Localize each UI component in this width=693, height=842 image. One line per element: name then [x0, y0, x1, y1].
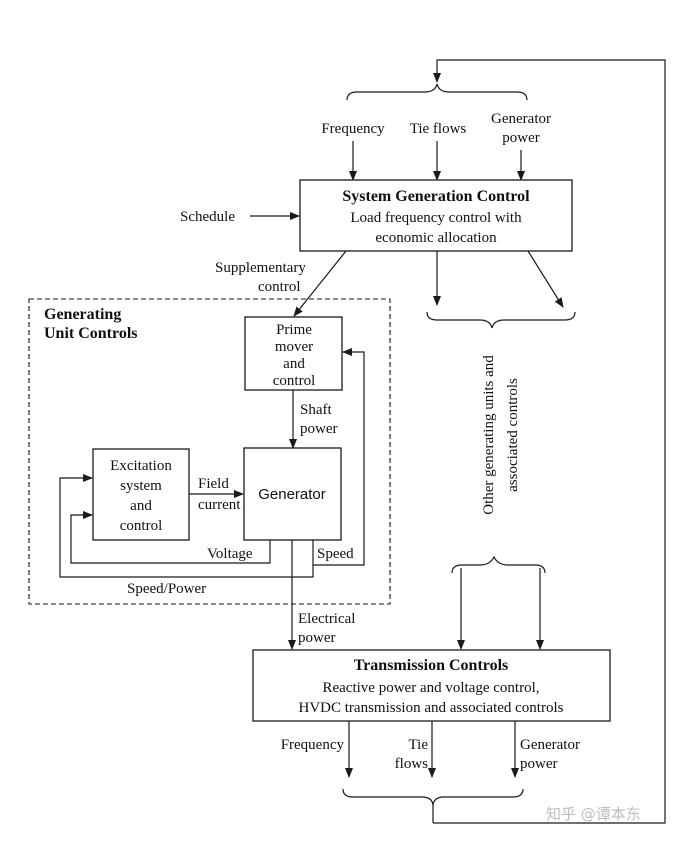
system-generation-control-box	[299, 179, 573, 252]
shaft-power-line2: power	[300, 421, 338, 437]
arrow-supplementary-control	[293, 250, 347, 317]
tc-line2: HVDC transmission and associated control…	[299, 700, 564, 716]
guc-title-line1: Generating	[44, 306, 121, 323]
prime-mover-line4: control	[273, 373, 316, 389]
output-tie-line1: Tie	[409, 737, 429, 753]
output-generator-power-line2: power	[520, 756, 558, 772]
watermark: 知乎 @谭本东	[546, 805, 641, 823]
electrical-power-line1: Electrical	[298, 611, 355, 627]
tc-title: Transmission Controls	[354, 657, 509, 674]
generator-box	[243, 447, 342, 541]
transmission-controls-box	[252, 649, 611, 722]
shaft-power-line1: Shaft	[300, 402, 332, 418]
prime-mover-line2: mover	[275, 339, 313, 355]
generating-unit-controls-region	[28, 298, 391, 605]
arrow-sgc-to-others-2	[527, 250, 564, 308]
guc-title-line2: Unit Controls	[44, 325, 138, 342]
voltage-feedback-line	[70, 511, 271, 564]
input-tie-flows: Tie flows	[410, 121, 467, 137]
excitation-line4: control	[120, 518, 163, 534]
voltage-label: Voltage	[207, 546, 253, 562]
tc-line1: Reactive power and voltage control,	[322, 680, 539, 696]
output-tie-line2: flows	[395, 756, 428, 772]
outer-feedback-line	[433, 59, 666, 824]
output-frequency: Frequency	[281, 737, 345, 753]
prime-mover-line1: Prime	[276, 322, 312, 338]
sgc-title: System Generation Control	[342, 188, 530, 205]
excitation-line2: system	[120, 478, 162, 494]
middle-brace	[426, 311, 576, 329]
sgc-line1: Load frequency control with	[350, 210, 522, 226]
top-brace	[346, 83, 528, 101]
supplementary-label-line2: control	[258, 279, 301, 295]
supplementary-label-line1: Supplementary	[215, 260, 306, 276]
speed-power-label: Speed/Power	[127, 581, 206, 597]
other-units-line1: Other generating units and	[481, 355, 497, 515]
field-current-line1: Field	[198, 476, 229, 492]
input-frequency: Frequency	[321, 121, 385, 137]
speed-power-feedback-line	[59, 474, 314, 578]
bottom-brace	[342, 788, 524, 806]
other-units-line2: associated controls	[505, 378, 521, 492]
input-generator-power-line1: Generator	[491, 111, 551, 127]
schedule-label: Schedule	[180, 209, 235, 225]
prime-mover-box	[244, 316, 343, 391]
excitation-line3: and	[130, 498, 152, 514]
speed-feedback-line	[312, 348, 365, 566]
speed-label: Speed	[317, 546, 354, 562]
sgc-line2: economic allocation	[375, 230, 497, 246]
field-current-line2: current	[198, 497, 241, 513]
other-units-label: Other generating units and associated co…	[481, 355, 521, 515]
prime-mover-line3: and	[283, 356, 305, 372]
electrical-power-line2: power	[298, 630, 336, 646]
input-generator-power-line2: power	[502, 130, 540, 146]
generator-label: Generator	[258, 486, 326, 503]
lower-brace	[451, 555, 546, 574]
output-generator-power-line1: Generator	[520, 737, 580, 753]
excitation-line1: Excitation	[110, 458, 172, 474]
